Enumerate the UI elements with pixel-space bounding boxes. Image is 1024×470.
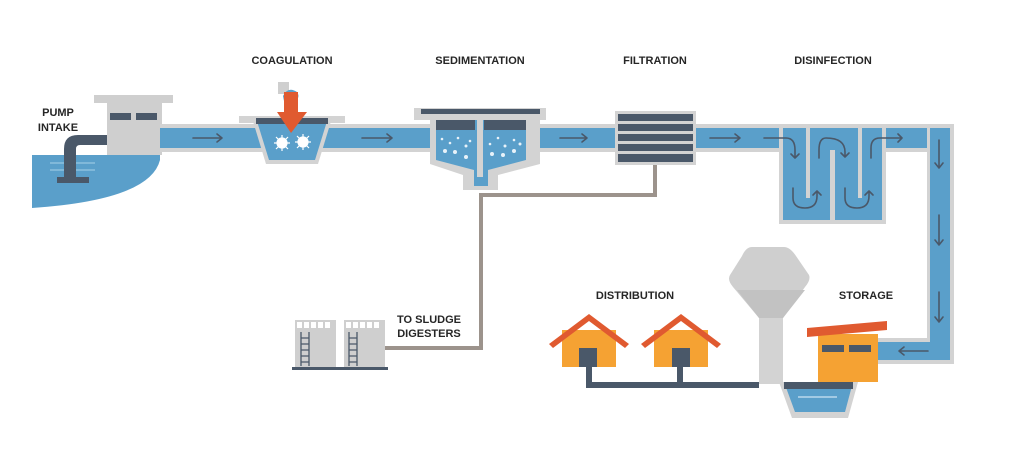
intake-pipe-base bbox=[57, 177, 89, 183]
floc-particle-icon bbox=[274, 135, 290, 151]
house-door bbox=[672, 348, 690, 367]
flow-arrow-right-icon bbox=[709, 133, 741, 143]
storage-pipe bbox=[878, 128, 950, 360]
flow-curve-arrow-icon bbox=[763, 137, 800, 159]
pump-house-window bbox=[136, 113, 157, 120]
flow-arrow-down-icon bbox=[934, 214, 944, 246]
intake-pipe bbox=[64, 135, 107, 178]
storage-roof bbox=[807, 321, 887, 337]
digester-base bbox=[292, 367, 388, 370]
sedimentation-band bbox=[436, 120, 475, 130]
label-coagulation: COAGULATION bbox=[251, 55, 332, 67]
sedimentation-band bbox=[484, 120, 526, 130]
house-door bbox=[579, 348, 597, 367]
flow-curve-arrow-icon bbox=[870, 133, 903, 159]
filter-layers bbox=[618, 114, 693, 162]
disinfection-baffle bbox=[858, 128, 862, 198]
coagulation-water bbox=[256, 118, 328, 160]
label-sludge-digesters: TO SLUDGE bbox=[397, 314, 461, 326]
storage-basin-band bbox=[784, 382, 853, 389]
pump-house-window bbox=[110, 113, 131, 120]
flow-arrow-right-icon bbox=[192, 133, 223, 143]
label-disinfection: DISINFECTION bbox=[794, 55, 872, 67]
sediment-particles bbox=[440, 136, 522, 159]
flow-arrow-down-icon bbox=[934, 139, 944, 169]
flow-curve-arrow-icon bbox=[818, 137, 850, 159]
distribution-pipe bbox=[586, 360, 759, 388]
label-sludge-digesters: DIGESTERS bbox=[397, 328, 461, 340]
label-pump-intake: PUMP bbox=[42, 107, 74, 119]
storage-window bbox=[849, 345, 871, 352]
disinfection-baffle bbox=[830, 150, 835, 224]
pump-house bbox=[107, 103, 162, 155]
dosing-arrow bbox=[277, 92, 307, 133]
house-roof bbox=[549, 314, 629, 348]
storage-building bbox=[818, 334, 878, 382]
sludge-digester bbox=[295, 320, 336, 367]
label-sedimentation: SEDIMENTATION bbox=[435, 55, 524, 67]
sludge-pipe bbox=[385, 165, 657, 350]
sedimentation-cover-bar bbox=[421, 109, 540, 114]
label-pump-intake: INTAKE bbox=[38, 122, 78, 134]
flow-curve-arrow-icon bbox=[844, 187, 874, 209]
water-tower-column bbox=[759, 318, 783, 384]
sludge-digester bbox=[344, 320, 385, 367]
flow-arrow-right-icon bbox=[361, 133, 393, 143]
flow-arrow-left-icon bbox=[898, 346, 929, 356]
pipe-border bbox=[882, 148, 927, 152]
pipe-border bbox=[882, 152, 886, 224]
label-filtration: FILTRATION bbox=[623, 55, 687, 67]
house-roof bbox=[641, 314, 721, 348]
pump-house-roof bbox=[94, 95, 173, 103]
flow-arrow-down-icon bbox=[934, 291, 944, 323]
floc-particle-icon bbox=[295, 134, 311, 150]
disinfection-baffle bbox=[806, 128, 810, 198]
flow-arrow-right-icon bbox=[559, 133, 588, 143]
storage-window bbox=[822, 345, 844, 352]
main-pipe bbox=[160, 128, 950, 148]
flow-curve-arrow-icon bbox=[792, 187, 822, 209]
water-tower-shade bbox=[737, 290, 805, 318]
label-storage: STORAGE bbox=[839, 290, 893, 302]
chemical-container bbox=[278, 82, 289, 94]
label-distribution: DISTRIBUTION bbox=[596, 290, 674, 302]
sedimentation-divider bbox=[477, 120, 483, 177]
